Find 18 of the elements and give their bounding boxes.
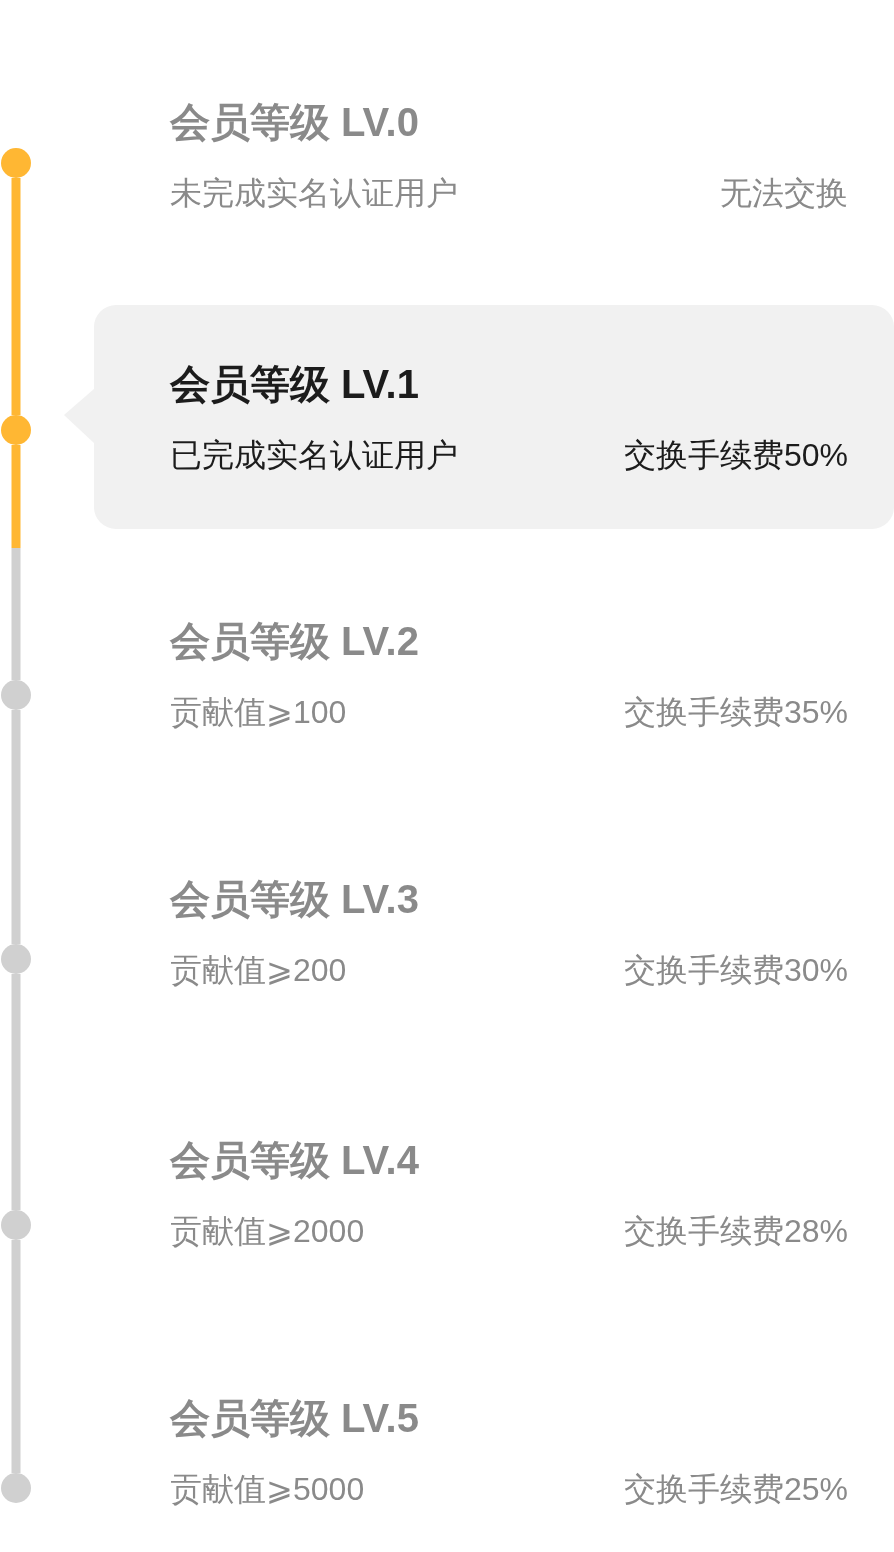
fee-text: 交换手续费25%	[623, 1470, 848, 1509]
fee-text: 无法交换	[720, 174, 848, 213]
fee-text: 交换手续费30%	[623, 951, 848, 990]
level-condition: 贡献值⩾100	[170, 693, 347, 732]
level-condition: 贡献值⩾200	[170, 951, 347, 990]
level-heading: 会员等级 LV.4	[170, 1137, 419, 1184]
level-heading: 会员等级 LV.5	[170, 1395, 419, 1442]
level-heading: 会员等级 LV.3	[170, 876, 419, 923]
level-heading: 会员等级 LV.0	[170, 99, 419, 146]
level-condition: 未完成实名认证用户	[170, 174, 458, 213]
level-condition: 贡献值⩾5000	[170, 1470, 365, 1509]
fee-text: 交换手续费28%	[623, 1212, 848, 1251]
level-heading: 会员等级 LV.1	[170, 361, 419, 408]
level-condition: 贡献值⩾2000	[170, 1212, 365, 1251]
level-condition: 已完成实名认证用户	[170, 436, 458, 475]
fee-text: 交换手续费50%	[623, 436, 848, 475]
level-heading: 会员等级 LV.2	[170, 618, 419, 665]
fee-text: 交换手续费35%	[623, 693, 848, 732]
